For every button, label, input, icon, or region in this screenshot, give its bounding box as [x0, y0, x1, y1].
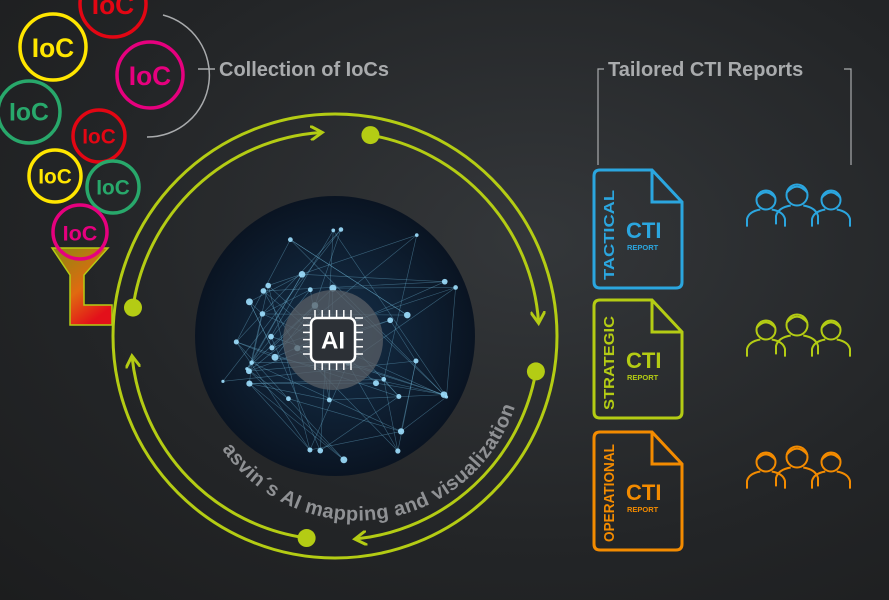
ioc-label: IoC: [9, 100, 49, 127]
report-type: TACTICAL: [601, 190, 618, 280]
ioc-label: IoC: [129, 61, 172, 91]
ioc-label: IoC: [38, 166, 72, 189]
ioc-bubble: IoC: [27, 148, 83, 204]
report-subtitle: REPORT: [627, 505, 659, 514]
operations-staff-icon: [746, 445, 851, 489]
report-type: OPERATIONAL: [601, 444, 618, 542]
reports-title: Tailored CTI Reports: [608, 59, 803, 81]
cycle-node: [123, 298, 142, 317]
chip-label: AI: [321, 328, 345, 355]
report-type: STRATEGIC: [601, 316, 618, 410]
ioc-cluster: IoC IoC IoC IoC IoC IoC IoC IoC: [0, 0, 185, 261]
ai-chip-icon: AI: [283, 290, 383, 390]
report-title: CTI: [626, 218, 661, 243]
ioc-bubble: IoC: [71, 108, 127, 164]
ioc-label: IoC: [63, 221, 98, 246]
collection-label: Collection of IoCs: [219, 59, 389, 81]
ioc-bubble: IoC: [18, 12, 88, 82]
ioc-label: IoC: [32, 33, 75, 63]
ioc-bubble: IoC: [85, 159, 141, 215]
cycle-node: [526, 362, 545, 381]
document-icon: [592, 298, 684, 420]
collection-bracket: [146, 14, 215, 138]
ioc-bubble: IoC: [115, 40, 185, 110]
ioc-label: IoC: [82, 126, 116, 149]
team-icon: [746, 183, 851, 227]
ioc-bubble: IoC: [0, 79, 62, 145]
ioc-label: IoC: [92, 0, 135, 20]
cycle-arrow: [132, 357, 307, 540]
executives-icon: [746, 313, 851, 357]
document-icon: [592, 168, 684, 290]
funnel-icon: [50, 247, 113, 326]
reports-bracket: [597, 68, 852, 165]
ioc-bubble: IoC: [78, 0, 148, 39]
cycle-arrows: [123, 126, 545, 548]
outer-ring: [111, 112, 559, 560]
report-title: CTI: [626, 480, 661, 505]
report-subtitle: REPORT: [627, 373, 659, 382]
report-title: CTI: [626, 348, 661, 373]
report-subtitle: REPORT: [627, 243, 659, 252]
cycle-node: [361, 126, 380, 145]
network-graph: [221, 227, 458, 464]
cycle-arrow: [370, 133, 538, 322]
document-icon: [592, 430, 684, 552]
ioc-bubble: IoC: [51, 203, 109, 261]
cycle-arrow: [131, 132, 321, 308]
ioc-label: IoC: [96, 177, 130, 200]
cycle-arrow: [356, 371, 538, 538]
cycle-node: [297, 529, 316, 548]
